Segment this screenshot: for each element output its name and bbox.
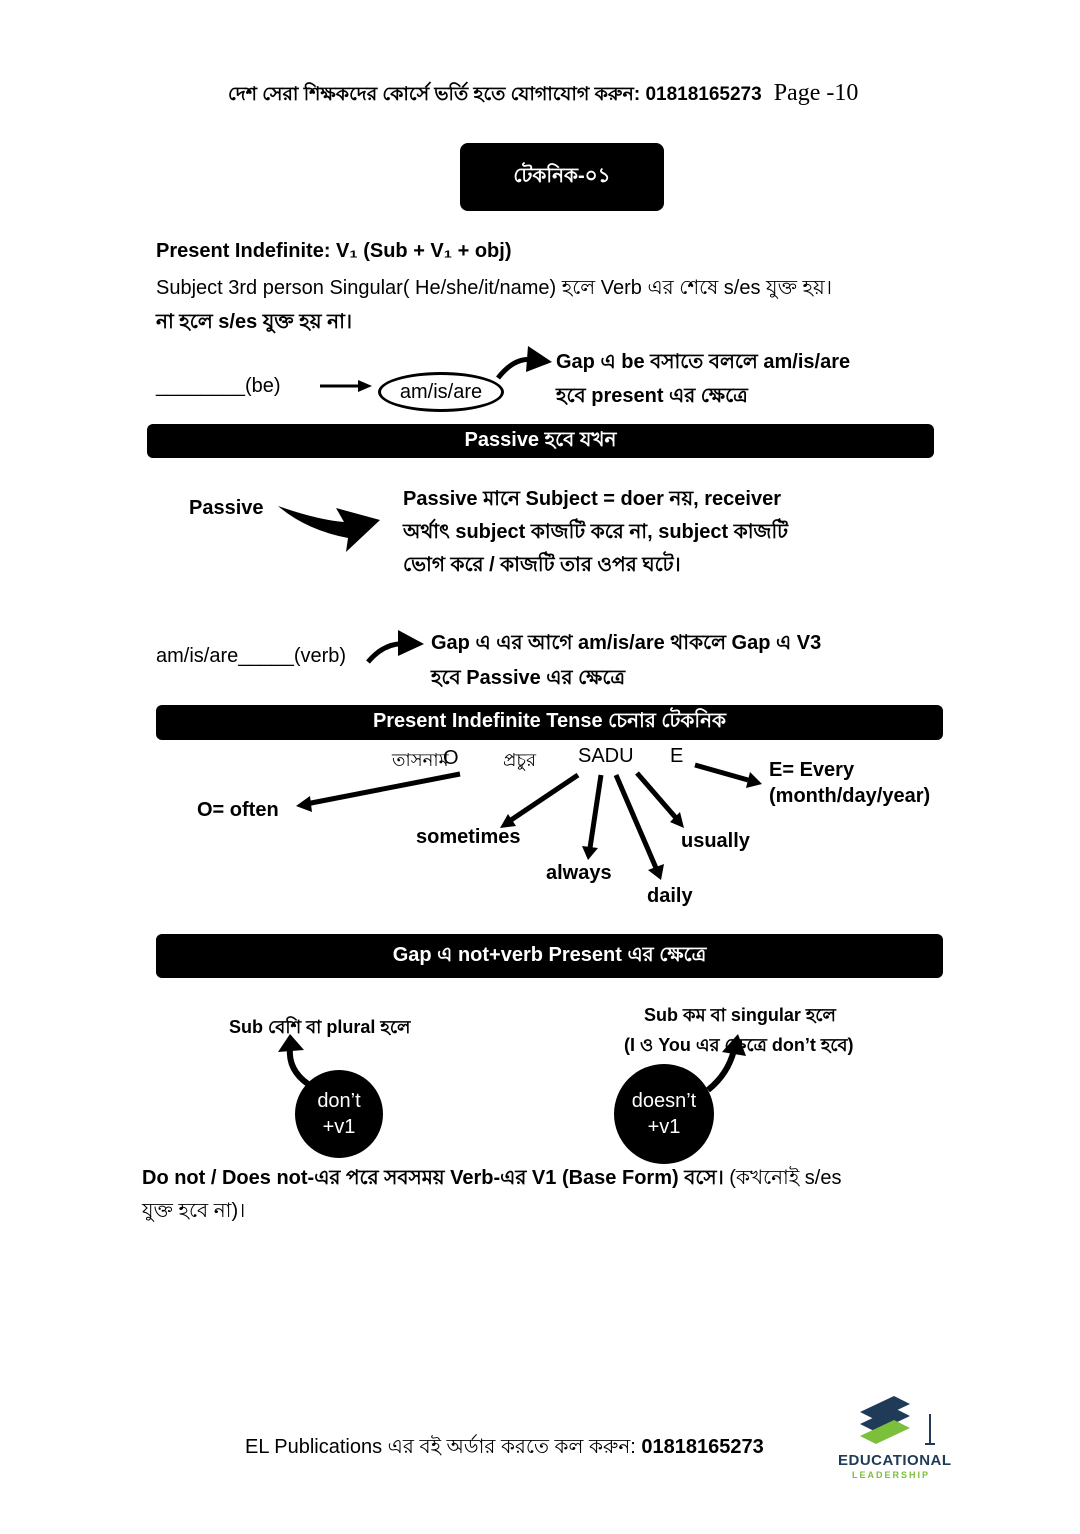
dont-circle: don’t +v1 bbox=[295, 1070, 383, 1158]
dont-line-1: don’t bbox=[317, 1090, 361, 1112]
dont-line-2: +v1 bbox=[322, 1116, 356, 1138]
header-text: দেশ সেরা শিক্ষকদের কোর্সে ভর্তি হতে যোগা… bbox=[228, 84, 646, 105]
always-arrow-icon bbox=[582, 774, 604, 860]
mnemonic-word-1: তাসনাম bbox=[392, 750, 449, 770]
verb-curve-arrow-icon bbox=[366, 630, 424, 664]
logo-sub: LEADERSHIP bbox=[852, 1470, 931, 1480]
passive-label: Passive bbox=[189, 497, 264, 519]
passive-arrow-icon bbox=[278, 506, 380, 552]
footer-text: EL Publications এর বই অর্ডার করতে কল করু… bbox=[245, 1436, 642, 1458]
be-blank: ________(be) bbox=[156, 375, 281, 397]
daily-arrow-icon bbox=[613, 774, 664, 880]
daily-label: daily bbox=[647, 885, 693, 907]
closing-line-1: Do not / Does not-এর পরে সবসময় Verb-এর … bbox=[142, 1163, 842, 1196]
educational-leadership-logo: EDUCATIONAL LEADERSHIP bbox=[838, 1394, 958, 1484]
present-indefinite-line1: Subject 3rd person Singular( He/she/it/n… bbox=[156, 277, 832, 299]
usually-arrow-icon bbox=[635, 771, 684, 828]
header-phone: 01818165273 bbox=[645, 84, 762, 105]
page-number: Page -10 bbox=[773, 80, 859, 106]
tense-technique-bar: Present Indefinite Tense চেনার টেকনিক bbox=[156, 705, 943, 740]
v3-blank: am/is/are_____(verb) bbox=[156, 645, 347, 667]
be-arrow-icon bbox=[320, 380, 372, 392]
be-note-curve-arrow-icon bbox=[496, 346, 552, 380]
doesnt-circle: doesn’t +v1 bbox=[614, 1064, 714, 1164]
doesnt-line-1: doesn’t bbox=[631, 1090, 697, 1112]
technique-title: টেকনিক-০১ bbox=[460, 143, 664, 211]
every-label-2: (month/day/year) bbox=[769, 785, 931, 807]
v3-note-1: Gap এ এর আগে am/is/are থাকলে Gap এ V3 bbox=[431, 632, 822, 654]
passive-desc-3: ভোগ করে / কাজটি তার ওপর ঘটে। bbox=[403, 554, 681, 576]
footer: EL Publications এর বই অর্ডার করতে কল করু… bbox=[245, 1432, 764, 1465]
dont-curve-arrow-icon bbox=[278, 1034, 310, 1087]
passive-desc-2: অর্থাৎ subject কাজটি করে না, subject কাজ… bbox=[403, 521, 789, 543]
often-label: O= often bbox=[197, 799, 279, 821]
often-arrow-icon bbox=[296, 771, 461, 812]
v3-note-2: হবে Passive এর ক্ষেত্রে bbox=[431, 667, 626, 689]
every-arrow-icon bbox=[694, 762, 762, 788]
not-verb-bar: Gap এ not+verb Present এর ক্ষেত্রে bbox=[156, 934, 943, 978]
sometimes-arrow-icon bbox=[500, 772, 580, 828]
closing-line-2: যুক্ত হবে না)। bbox=[142, 1200, 246, 1222]
am-is-are-circled: am/is/are bbox=[378, 372, 504, 412]
mnemonic-sadu: SADU bbox=[578, 745, 634, 767]
passive-bar: Passive হবে যখন bbox=[147, 424, 934, 458]
am-is-are-label: am/is/are bbox=[399, 380, 483, 403]
closing-bold: Do not / Does not-এর পরে সবসময় Verb-এর … bbox=[142, 1167, 724, 1189]
page-header: দেশ সেরা শিক্ষকদের কোর্সে ভর্তি হতে যোগা… bbox=[228, 80, 858, 112]
be-note-1: Gap এ be বসাতে বললে am/is/are bbox=[556, 351, 851, 373]
mnemonic-word-2: প্রচুর bbox=[503, 750, 537, 770]
always-label: always bbox=[546, 862, 612, 884]
doesnt-line-2: +v1 bbox=[647, 1116, 681, 1138]
doesnt-curve-arrow-icon bbox=[706, 1034, 746, 1093]
logo-name: EDUCATIONAL bbox=[838, 1452, 952, 1469]
mnemonic-e: E bbox=[670, 745, 684, 767]
sometimes-label: sometimes bbox=[416, 826, 521, 848]
present-indefinite-line2: না হলে s/es যুক্ত হয় না। bbox=[156, 311, 353, 333]
logo-mark-icon bbox=[860, 1396, 935, 1445]
singular-note-1: Sub কম বা singular হলে bbox=[644, 1005, 836, 1025]
every-label-1: E= Every bbox=[769, 759, 855, 781]
be-note-2: হবে present এর ক্ষেত্রে bbox=[556, 385, 748, 407]
present-indefinite-heading: Present Indefinite: V₁ (Sub + V₁ + obj) bbox=[156, 240, 512, 262]
passive-desc-1: Passive মানে Subject = doer নয়, receive… bbox=[403, 488, 782, 510]
usually-label: usually bbox=[681, 830, 750, 852]
mnemonic-o: O bbox=[443, 747, 459, 769]
footer-phone: 01818165273 bbox=[641, 1436, 764, 1458]
plural-note: Sub বেশি বা plural হলে bbox=[229, 1017, 411, 1037]
closing-normal: (কখনোই s/es bbox=[723, 1167, 842, 1189]
